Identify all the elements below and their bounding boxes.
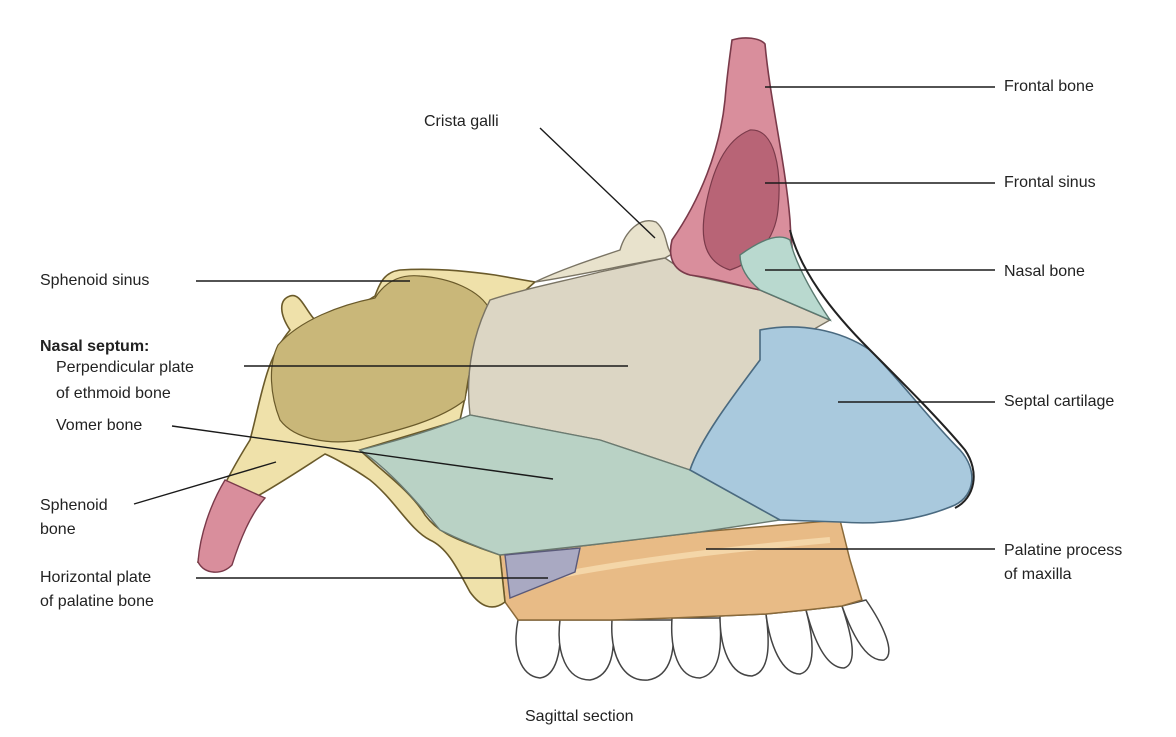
leader-sphenoid-bone <box>133 461 277 505</box>
tooth-1 <box>515 619 562 679</box>
label-nasal-septum-heading: Nasal septum: <box>40 338 150 355</box>
leader-vomer <box>171 425 554 480</box>
tooth-7 <box>805 605 853 669</box>
label-nasal-bone: Nasal bone <box>1004 263 1085 280</box>
label-frontal-sinus: Frontal sinus <box>1004 174 1096 191</box>
label-vomer-bone: Vomer bone <box>56 417 143 434</box>
tooth-8 <box>841 599 890 661</box>
sphenoid-pink-tip <box>197 479 267 573</box>
frontal-sinus-cavity <box>702 129 780 271</box>
label-perpendicular-plate-line2: of ethmoid bone <box>56 385 171 402</box>
tooth-3 <box>611 619 675 681</box>
horizontal-plate-region <box>504 547 581 599</box>
crista-galli-region <box>534 220 674 283</box>
leader-lines <box>133 86 995 579</box>
teeth <box>515 599 890 681</box>
tooth-5 <box>719 613 769 677</box>
tooth-2 <box>558 619 615 681</box>
label-horizontal-plate-line2: of palatine bone <box>40 593 154 610</box>
label-horizontal-plate-line1: Horizontal plate <box>40 569 152 586</box>
tooth-4 <box>670 617 722 679</box>
label-septal-cartilage: Septal cartilage <box>1004 393 1115 410</box>
tooth-6 <box>765 609 813 675</box>
label-perpendicular-plate-line1: Perpendicular plate <box>56 359 194 376</box>
figure-caption: Sagittal section <box>525 708 634 725</box>
nasal-bone-region <box>739 236 832 322</box>
vomer-region <box>358 414 783 556</box>
nose-outline <box>789 229 975 509</box>
label-sphenoid-bone-line2: bone <box>40 521 76 538</box>
leader-crista-galli <box>539 127 656 239</box>
label-frontal-bone: Frontal bone <box>1004 78 1094 95</box>
label-palatine-process-line2: of maxilla <box>1004 566 1072 583</box>
maxilla-highlight <box>559 537 831 578</box>
label-palatine-process-line1: Palatine process <box>1004 542 1123 559</box>
label-sphenoid-sinus: Sphenoid sinus <box>40 272 150 289</box>
septal-cartilage-region <box>689 326 973 524</box>
label-sphenoid-bone-line1: Sphenoid <box>40 497 108 514</box>
label-crista-galli: Crista galli <box>424 113 499 130</box>
